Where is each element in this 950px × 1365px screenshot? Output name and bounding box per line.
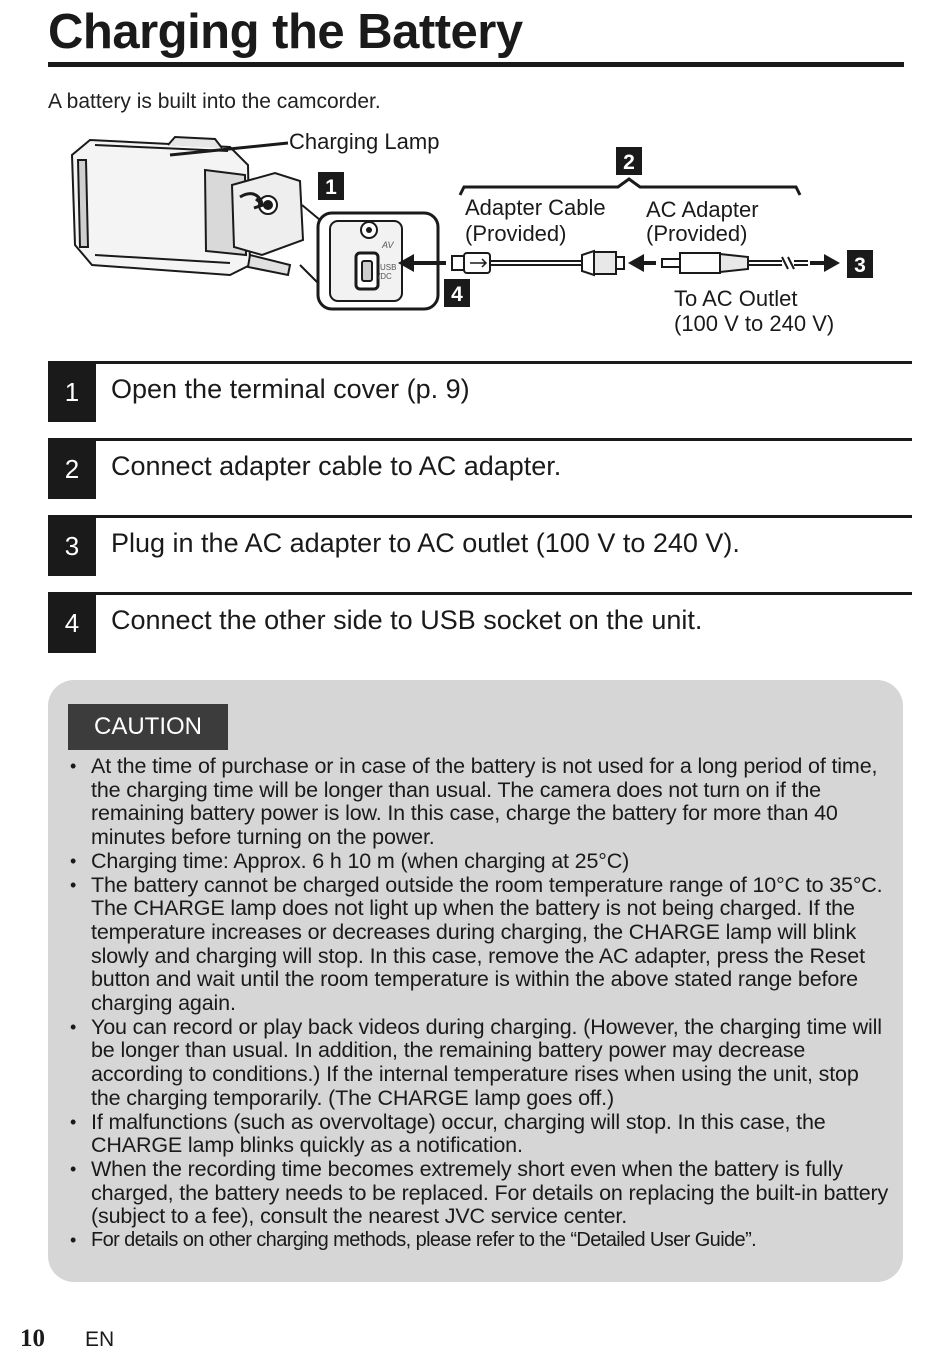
port-usb-label: USB [380,263,396,272]
page-number: 10 [20,1325,45,1352]
ac-adapter-illustration [661,252,808,274]
label-adapter-cable-provided: (Provided) [465,221,567,246]
caution-item: The battery cannot be charged outside th… [70,873,892,1016]
label-to-ac-outlet: To AC Outlet [674,286,798,311]
svg-text:1: 1 [325,176,337,199]
label-charging-lamp: Charging Lamp [289,129,440,154]
adapter-cable-illustration [451,249,625,277]
step-3: 3 Plug in the AC adapter to AC outlet (1… [48,515,912,576]
arrow-to-usb-port [398,254,446,272]
page-title: Charging the Battery [48,5,523,59]
label-adapter-cable: Adapter Cable [465,195,606,220]
marker-2: 2 [616,147,642,175]
step-text: Open the terminal cover (p. 9) [111,374,470,404]
page-language: EN [85,1328,115,1351]
step-number: 4 [48,595,96,653]
caution-item: For details on other charging methods, p… [70,1229,892,1253]
step-text: Connect adapter cable to AC adapter. [111,451,562,481]
step-number: 1 [48,364,96,422]
step-text: Connect the other side to USB socket on … [111,605,703,635]
caution-title: CAUTION [68,704,228,750]
svg-text:4: 4 [451,283,463,306]
label-ac-adapter: AC Adapter [646,197,759,222]
step-number: 2 [48,441,96,499]
camcorder-illustration [70,135,305,277]
caution-item: At the time of purchase or in case of th… [70,754,892,850]
arrow-to-adapter-cable [628,254,656,272]
port-dc-label: /DC [378,272,392,281]
charging-diagram: AV USB /DC [0,115,950,355]
charging-lamp-leader [169,141,289,157]
arrow-to-ac-outlet [810,254,840,272]
caution-box: CAUTION At the time of purchase or in ca… [48,680,903,1282]
caution-list: At the time of purchase or in case of th… [70,754,892,1253]
title-rule [48,62,904,67]
terminal-panel-callout [299,204,440,311]
label-ac-adapter-provided: (Provided) [646,221,748,246]
label-voltage-range: (100 V to 240 V) [674,311,835,336]
svg-text:3: 3 [854,254,866,277]
step-4: 4 Connect the other side to USB socket o… [48,592,912,653]
step-1: 1 Open the terminal cover (p. 9) [48,361,912,422]
svg-text:2: 2 [623,151,635,174]
caution-item: When the recording time becomes extremel… [70,1157,892,1229]
marker-4: 4 [444,279,470,307]
step-text: Plug in the AC adapter to AC outlet (100… [111,528,740,558]
step-number: 3 [48,518,96,576]
caution-item: Charging time: Approx. 6 h 10 m (when ch… [70,849,892,874]
intro-text: A battery is built into the camcorder. [48,90,381,113]
marker-3: 3 [847,250,873,278]
charging-diagram-illustration: AV USB /DC [70,135,873,311]
bracket-step-2 [458,177,802,196]
caution-item: If malfunctions (such as overvoltage) oc… [70,1110,892,1158]
port-av-label: AV [381,240,395,250]
caution-item: You can record or play back videos durin… [70,1015,892,1111]
marker-1: 1 [318,172,344,200]
step-2: 2 Connect adapter cable to AC adapter. [48,438,912,499]
